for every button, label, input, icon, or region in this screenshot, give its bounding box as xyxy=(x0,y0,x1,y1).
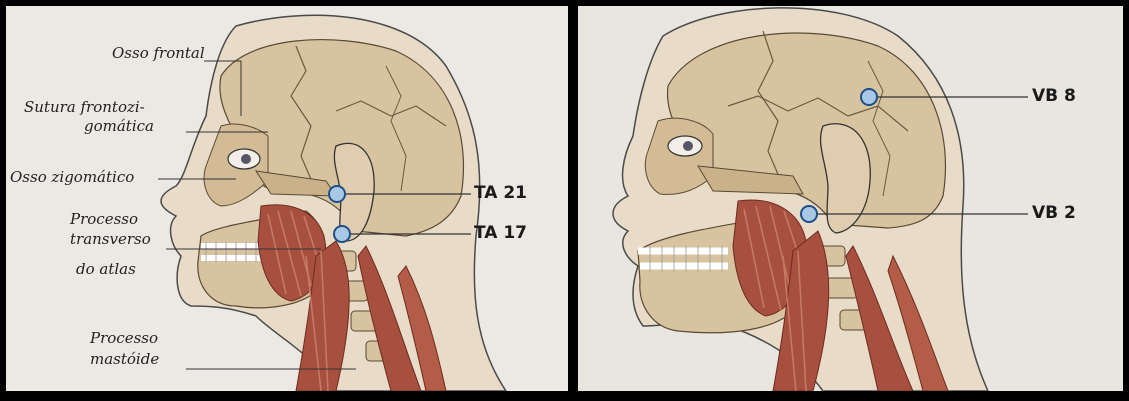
point-ta17-marker xyxy=(334,226,350,242)
label-osso-frontal: Osso frontal xyxy=(112,44,205,63)
right-anatomy-panel: VB 8 VB 2 xyxy=(578,6,1123,391)
point-ta21-marker xyxy=(329,186,345,202)
label-sutura-line1: Sutura frontozi- xyxy=(24,98,145,117)
left-anatomy-panel: Osso frontal Sutura frontozi- gomática O… xyxy=(6,6,568,391)
label-sutura-line2: gomática xyxy=(84,117,154,136)
right-head-illustration xyxy=(578,6,1123,391)
label-processo-mastoide-line1: Processo xyxy=(90,329,158,348)
label-vb8: VB 8 xyxy=(1032,86,1076,106)
orbit-area-right xyxy=(645,118,713,194)
point-vb2-marker xyxy=(801,206,817,222)
label-processo-mastoide-line2: mastóide xyxy=(90,350,159,369)
label-processo-transverso-line1: Processo xyxy=(70,210,138,229)
point-vb8-marker xyxy=(861,89,877,105)
label-ta21: TA 21 xyxy=(474,183,527,203)
label-ta17: TA 17 xyxy=(474,223,527,243)
label-processo-transverso-line2: transverso xyxy=(70,230,151,249)
eye-pupil-right xyxy=(683,141,693,151)
label-processo-transverso-line3: do atlas xyxy=(76,260,136,279)
label-osso-zigomatico: Osso zigomático xyxy=(10,168,134,187)
label-vb2: VB 2 xyxy=(1032,203,1076,223)
eye-pupil xyxy=(241,154,251,164)
